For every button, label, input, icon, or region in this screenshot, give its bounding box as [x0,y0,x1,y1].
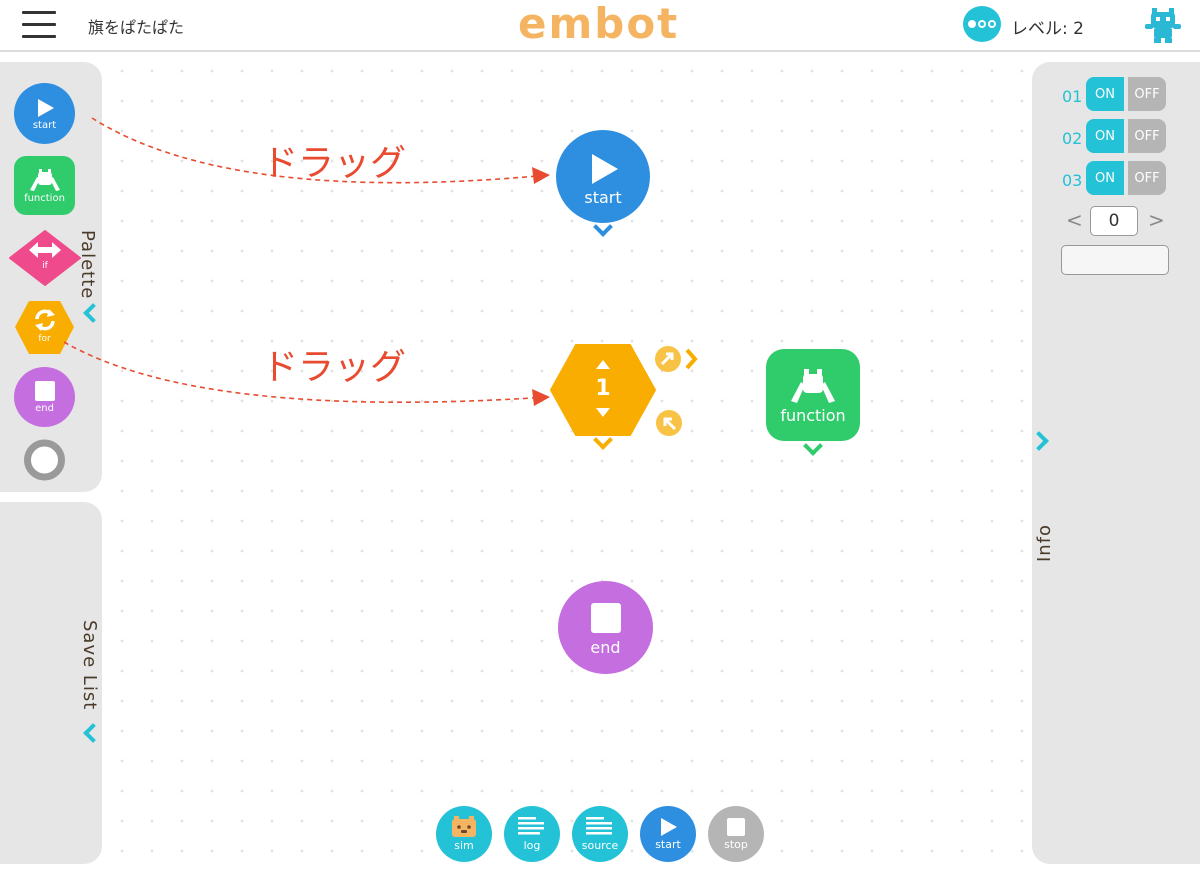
play-icon [37,98,54,117]
off-button[interactable]: OFF [1128,119,1166,153]
run-start-button[interactable]: start [640,806,696,862]
switch-row-02: 02 ON OFF [1062,119,1168,153]
off-button[interactable]: OFF [1128,161,1166,195]
function-block-label: function [780,405,846,425]
info-panel: 01 ON OFF 02 ON OFF 03 ON OFF Info [1029,62,1200,864]
decrement-arrow-icon[interactable] [596,407,610,417]
source-button[interactable]: source [572,806,628,862]
stepper-value[interactable]: 0 [1090,206,1138,236]
for-loop-block[interactable]: 1 [550,344,656,436]
start-block-label: start [584,188,622,207]
log-button[interactable]: log [504,806,560,862]
embot-logo: embot [518,0,680,48]
level-dots-icon [963,6,1001,42]
start-block[interactable]: start [556,130,650,223]
off-button[interactable]: OFF [1128,77,1166,111]
on-button[interactable]: ON [1086,119,1124,153]
loop-icon [34,309,55,331]
header-bar: 旗をぱたぱた embot レベル: 2 [0,0,1200,52]
palette-item-function[interactable]: function [14,156,75,215]
switch-number: 03 [1062,171,1083,190]
drag-hint-text: ドラッグ [262,347,407,388]
task-title: 旗をぱたぱた [88,18,185,37]
play-icon [661,818,677,836]
stop-square-icon [727,818,745,836]
switch-number: 01 [1062,87,1083,106]
lines-icon [518,817,544,835]
end-block-label: end [590,638,621,657]
loop-return-connector-icon[interactable] [654,408,684,438]
lines-icon [586,817,612,835]
switch-number: 02 [1062,129,1083,148]
diamond-shape [9,230,81,286]
loop-count[interactable]: 1 [595,375,611,401]
palette-item-end[interactable]: end [14,367,75,427]
stop-button[interactable]: stop [708,806,764,862]
simulator-robot-icon [452,816,476,837]
double-arrow-icon [29,241,61,258]
switch-row-01: 01 ON OFF [1062,77,1168,111]
info-text-field[interactable] [1061,245,1169,275]
palette-item-circle[interactable] [22,438,67,482]
palette-item-if[interactable]: if [9,230,81,286]
function-block[interactable]: function [766,349,860,441]
increment-arrow-icon[interactable] [596,359,610,370]
circle-icon [24,439,65,481]
switch-row-03: 03 ON OFF [1062,161,1168,195]
palette-panel: Palette start function if for [0,62,103,492]
palette-item-start[interactable]: start [14,83,75,144]
save-list-panel: Save List [0,502,103,864]
stepper-prev-button[interactable]: < [1066,208,1083,232]
robot-arms-icon [29,168,60,191]
drag-hint-text: ドラッグ [262,143,407,184]
menu-icon[interactable] [20,10,58,40]
robot-arms-icon [791,368,835,403]
stop-square-icon [590,603,621,633]
stop-square-icon [34,381,55,401]
end-block[interactable]: end [558,581,653,674]
play-icon [592,154,618,184]
on-button[interactable]: ON [1086,77,1124,111]
on-button[interactable]: ON [1086,161,1124,195]
loop-body-connector-icon[interactable] [654,345,704,375]
palette-item-for[interactable]: for [14,300,75,355]
sim-button[interactable]: sim [436,806,492,862]
level-label: レベル: 2 [1011,19,1084,39]
hexagon-shape [550,344,656,436]
stepper-next-button[interactable]: > [1148,208,1165,232]
mascot-robot-icon[interactable] [1144,6,1182,44]
